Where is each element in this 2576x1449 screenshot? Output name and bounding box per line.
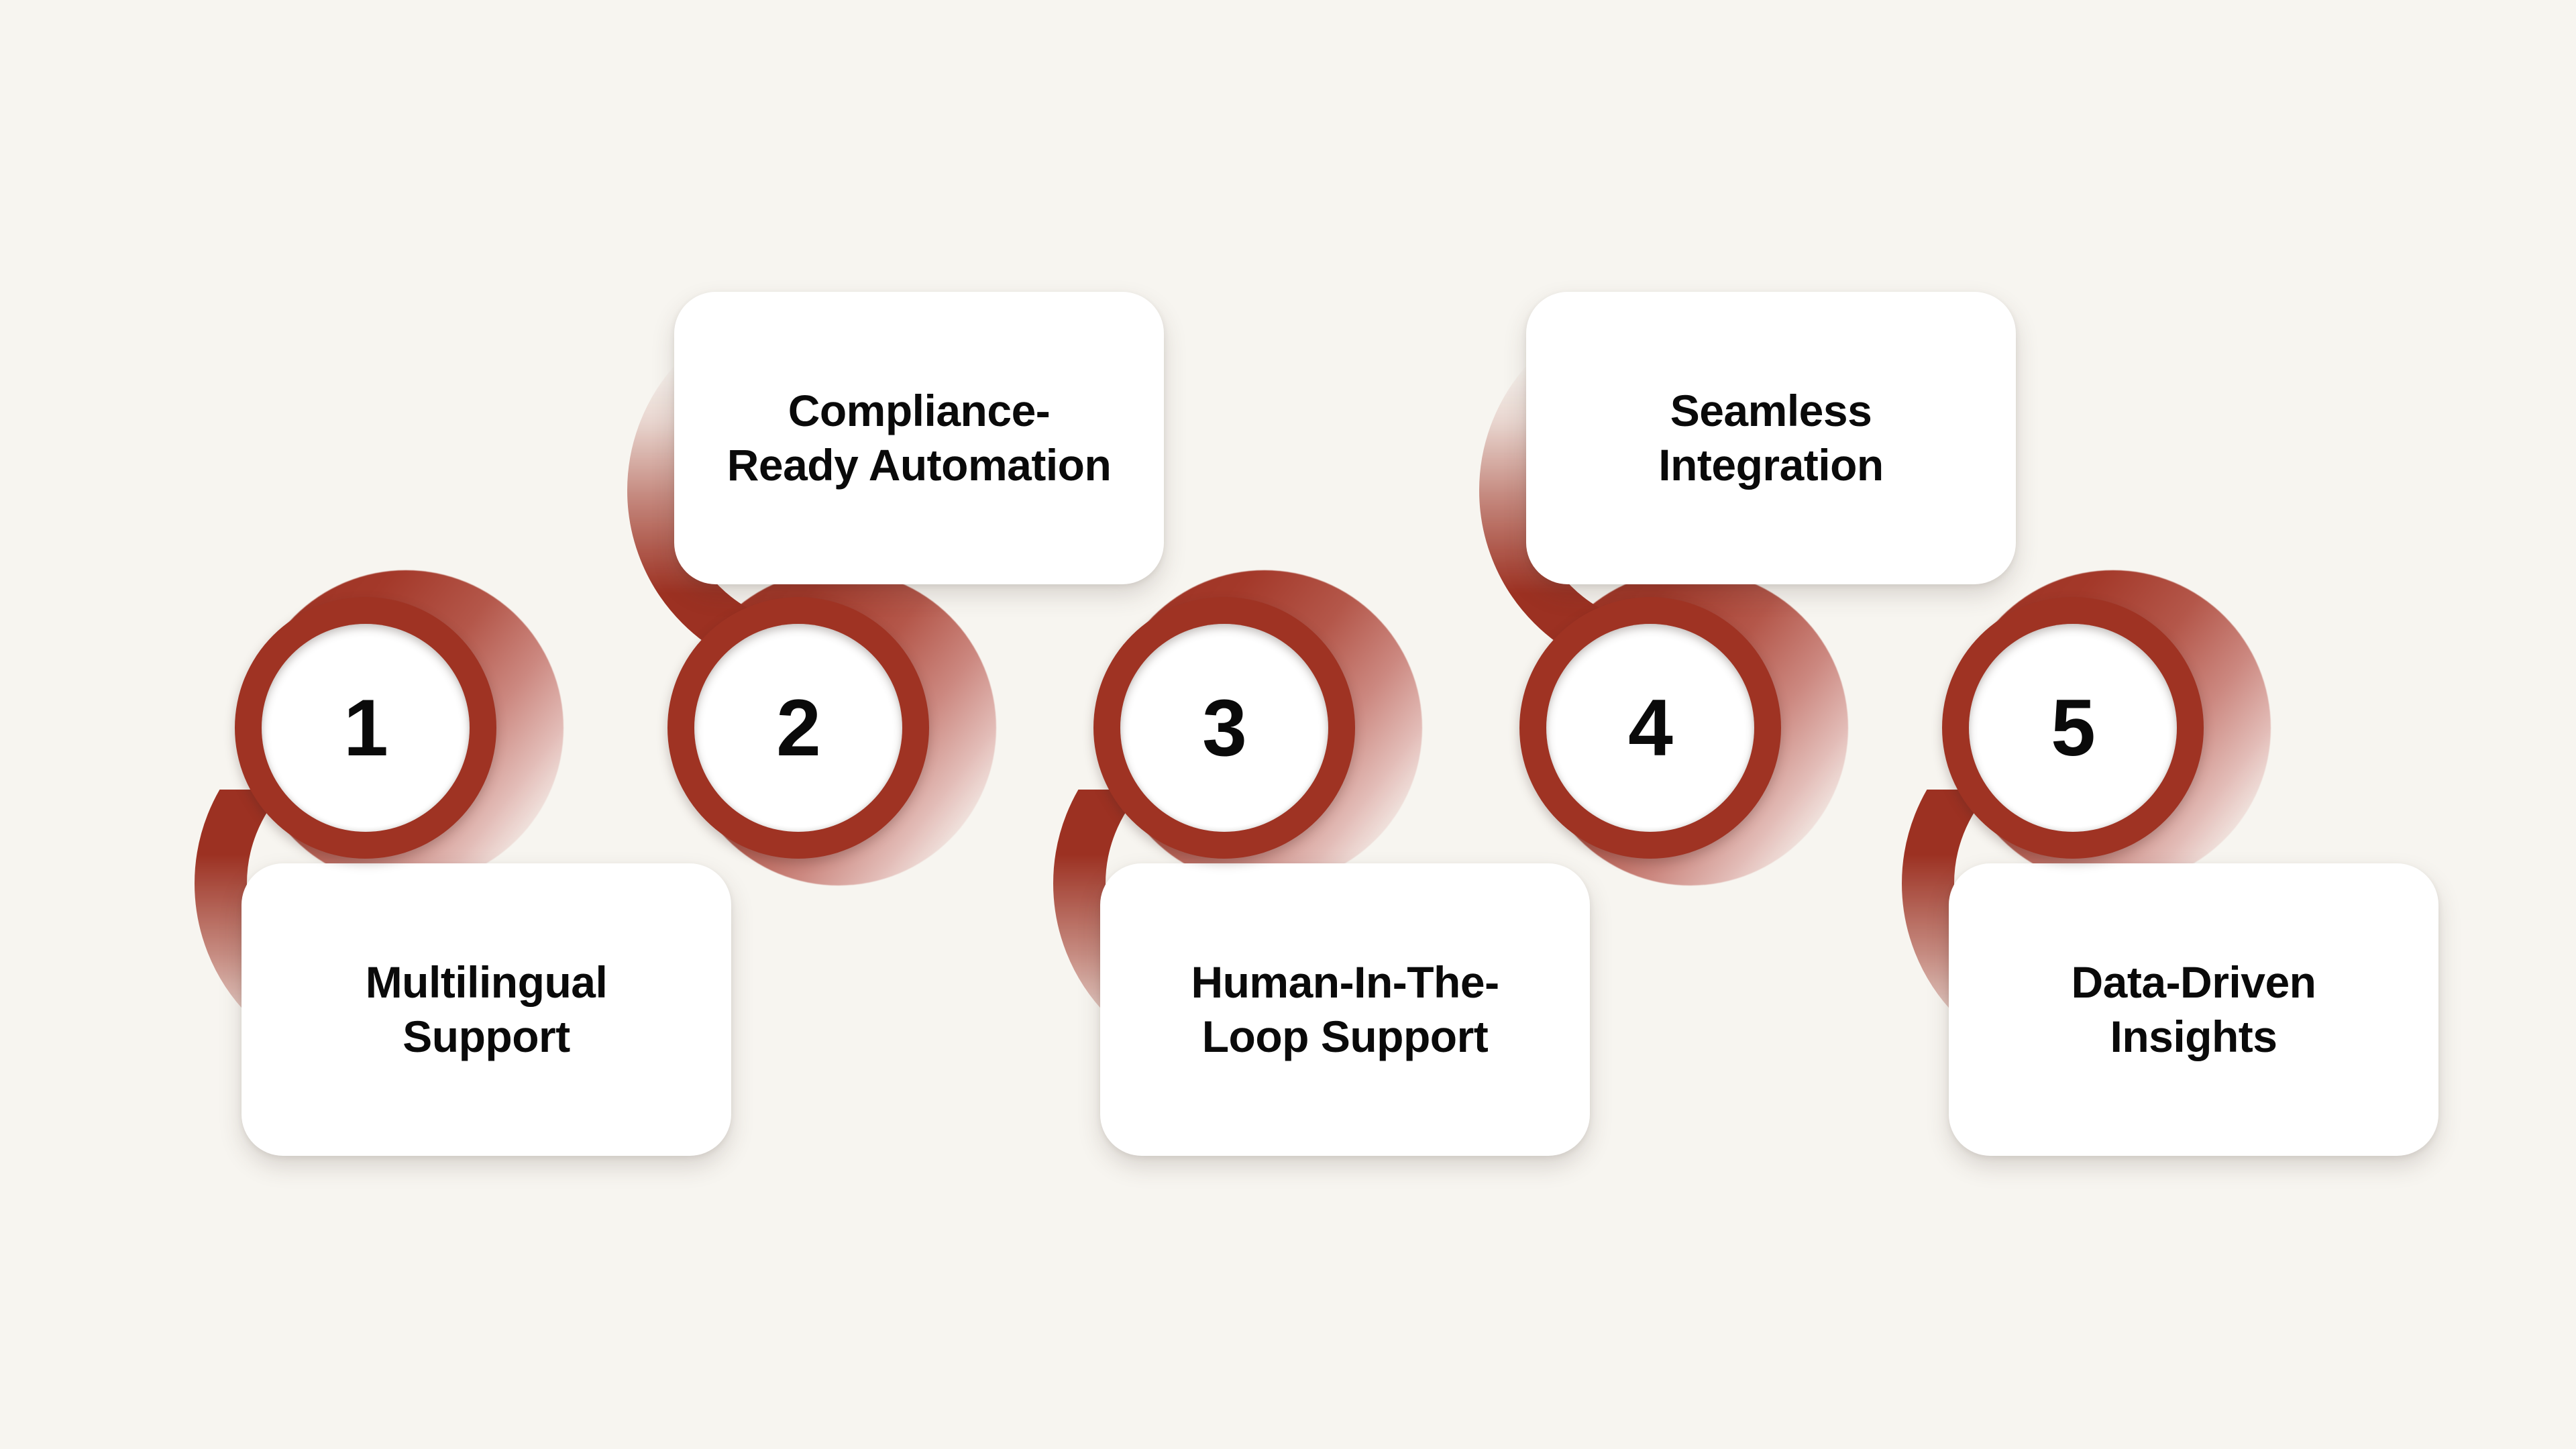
step-3-label-card[interactable]: Human-In-The- Loop Support — [1100, 863, 1590, 1156]
step-4-label-text: Seamless Integration — [1658, 386, 1884, 490]
step-3-number-text: 3 — [1202, 683, 1247, 773]
step-5-number-circle[interactable]: 5 — [1942, 597, 2204, 859]
step-4-circle-inner: 4 — [1546, 624, 1754, 832]
step-1-number-circle[interactable]: 1 — [235, 597, 496, 859]
step-2-number-circle[interactable]: 2 — [667, 597, 929, 859]
step-5-label-text: Data-Driven Insights — [2071, 957, 2316, 1061]
step-2-circle-inner: 2 — [694, 624, 902, 832]
step-4-number-text: 4 — [1628, 683, 1673, 773]
step-2-number-text: 2 — [776, 683, 821, 773]
step-1-number-text: 1 — [343, 683, 388, 773]
step-5-number-text: 5 — [2051, 683, 2096, 773]
step-1-label-card[interactable]: Multilingual Support — [241, 863, 731, 1156]
step-2-label-card[interactable]: Compliance- Ready Automation — [674, 292, 1164, 584]
step-3-circle-inner: 3 — [1120, 624, 1328, 832]
step-5-circle-inner: 5 — [1969, 624, 2177, 832]
step-4-label-card[interactable]: Seamless Integration — [1526, 292, 2016, 584]
step-5-label-card[interactable]: Data-Driven Insights — [1949, 863, 2438, 1156]
step-1-circle-inner: 1 — [262, 624, 470, 832]
step-1-label-text: Multilingual Support — [365, 957, 608, 1061]
step-3-number-circle[interactable]: 3 — [1093, 597, 1355, 859]
step-3-label-text: Human-In-The- Loop Support — [1191, 957, 1499, 1061]
step-2-label-text: Compliance- Ready Automation — [727, 386, 1112, 490]
step-4-number-circle[interactable]: 4 — [1519, 597, 1781, 859]
